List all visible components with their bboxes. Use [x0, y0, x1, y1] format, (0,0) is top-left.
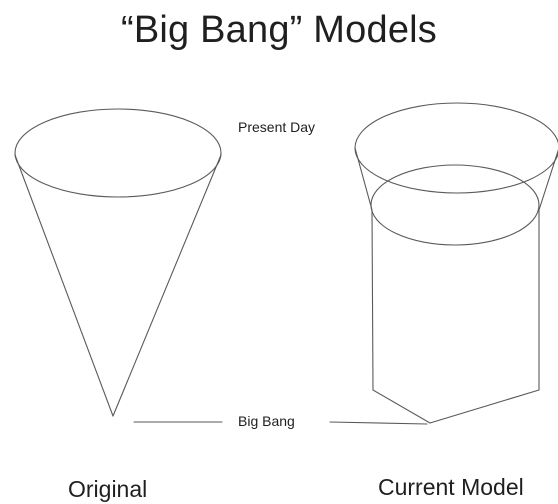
- original-model-cone: [14, 108, 222, 417]
- current-cup-right-wall: [429, 209, 540, 424]
- original-cone-left-side: [14, 154, 114, 417]
- original-cone-rim: [14, 108, 222, 198]
- page-title: “Big Bang” Models: [121, 9, 437, 51]
- original-caption: Original: [68, 476, 148, 502]
- big-bang-pointer-right: [329, 421, 428, 425]
- current-model-caption: Current Model: [378, 474, 524, 500]
- current-cup-left-wall: [371, 209, 431, 424]
- original-cone-right-side: [112, 154, 222, 417]
- current-cup-top-rim: [354, 102, 558, 194]
- big-bang-label: Big Bang: [238, 413, 295, 429]
- present-day-label: Present Day: [238, 119, 316, 135]
- current-cup-inner-rim: [370, 164, 540, 246]
- current-cup-right-flare: [538, 149, 558, 211]
- current-cup-left-flare: [354, 147, 373, 211]
- current-model-cup: [354, 102, 558, 424]
